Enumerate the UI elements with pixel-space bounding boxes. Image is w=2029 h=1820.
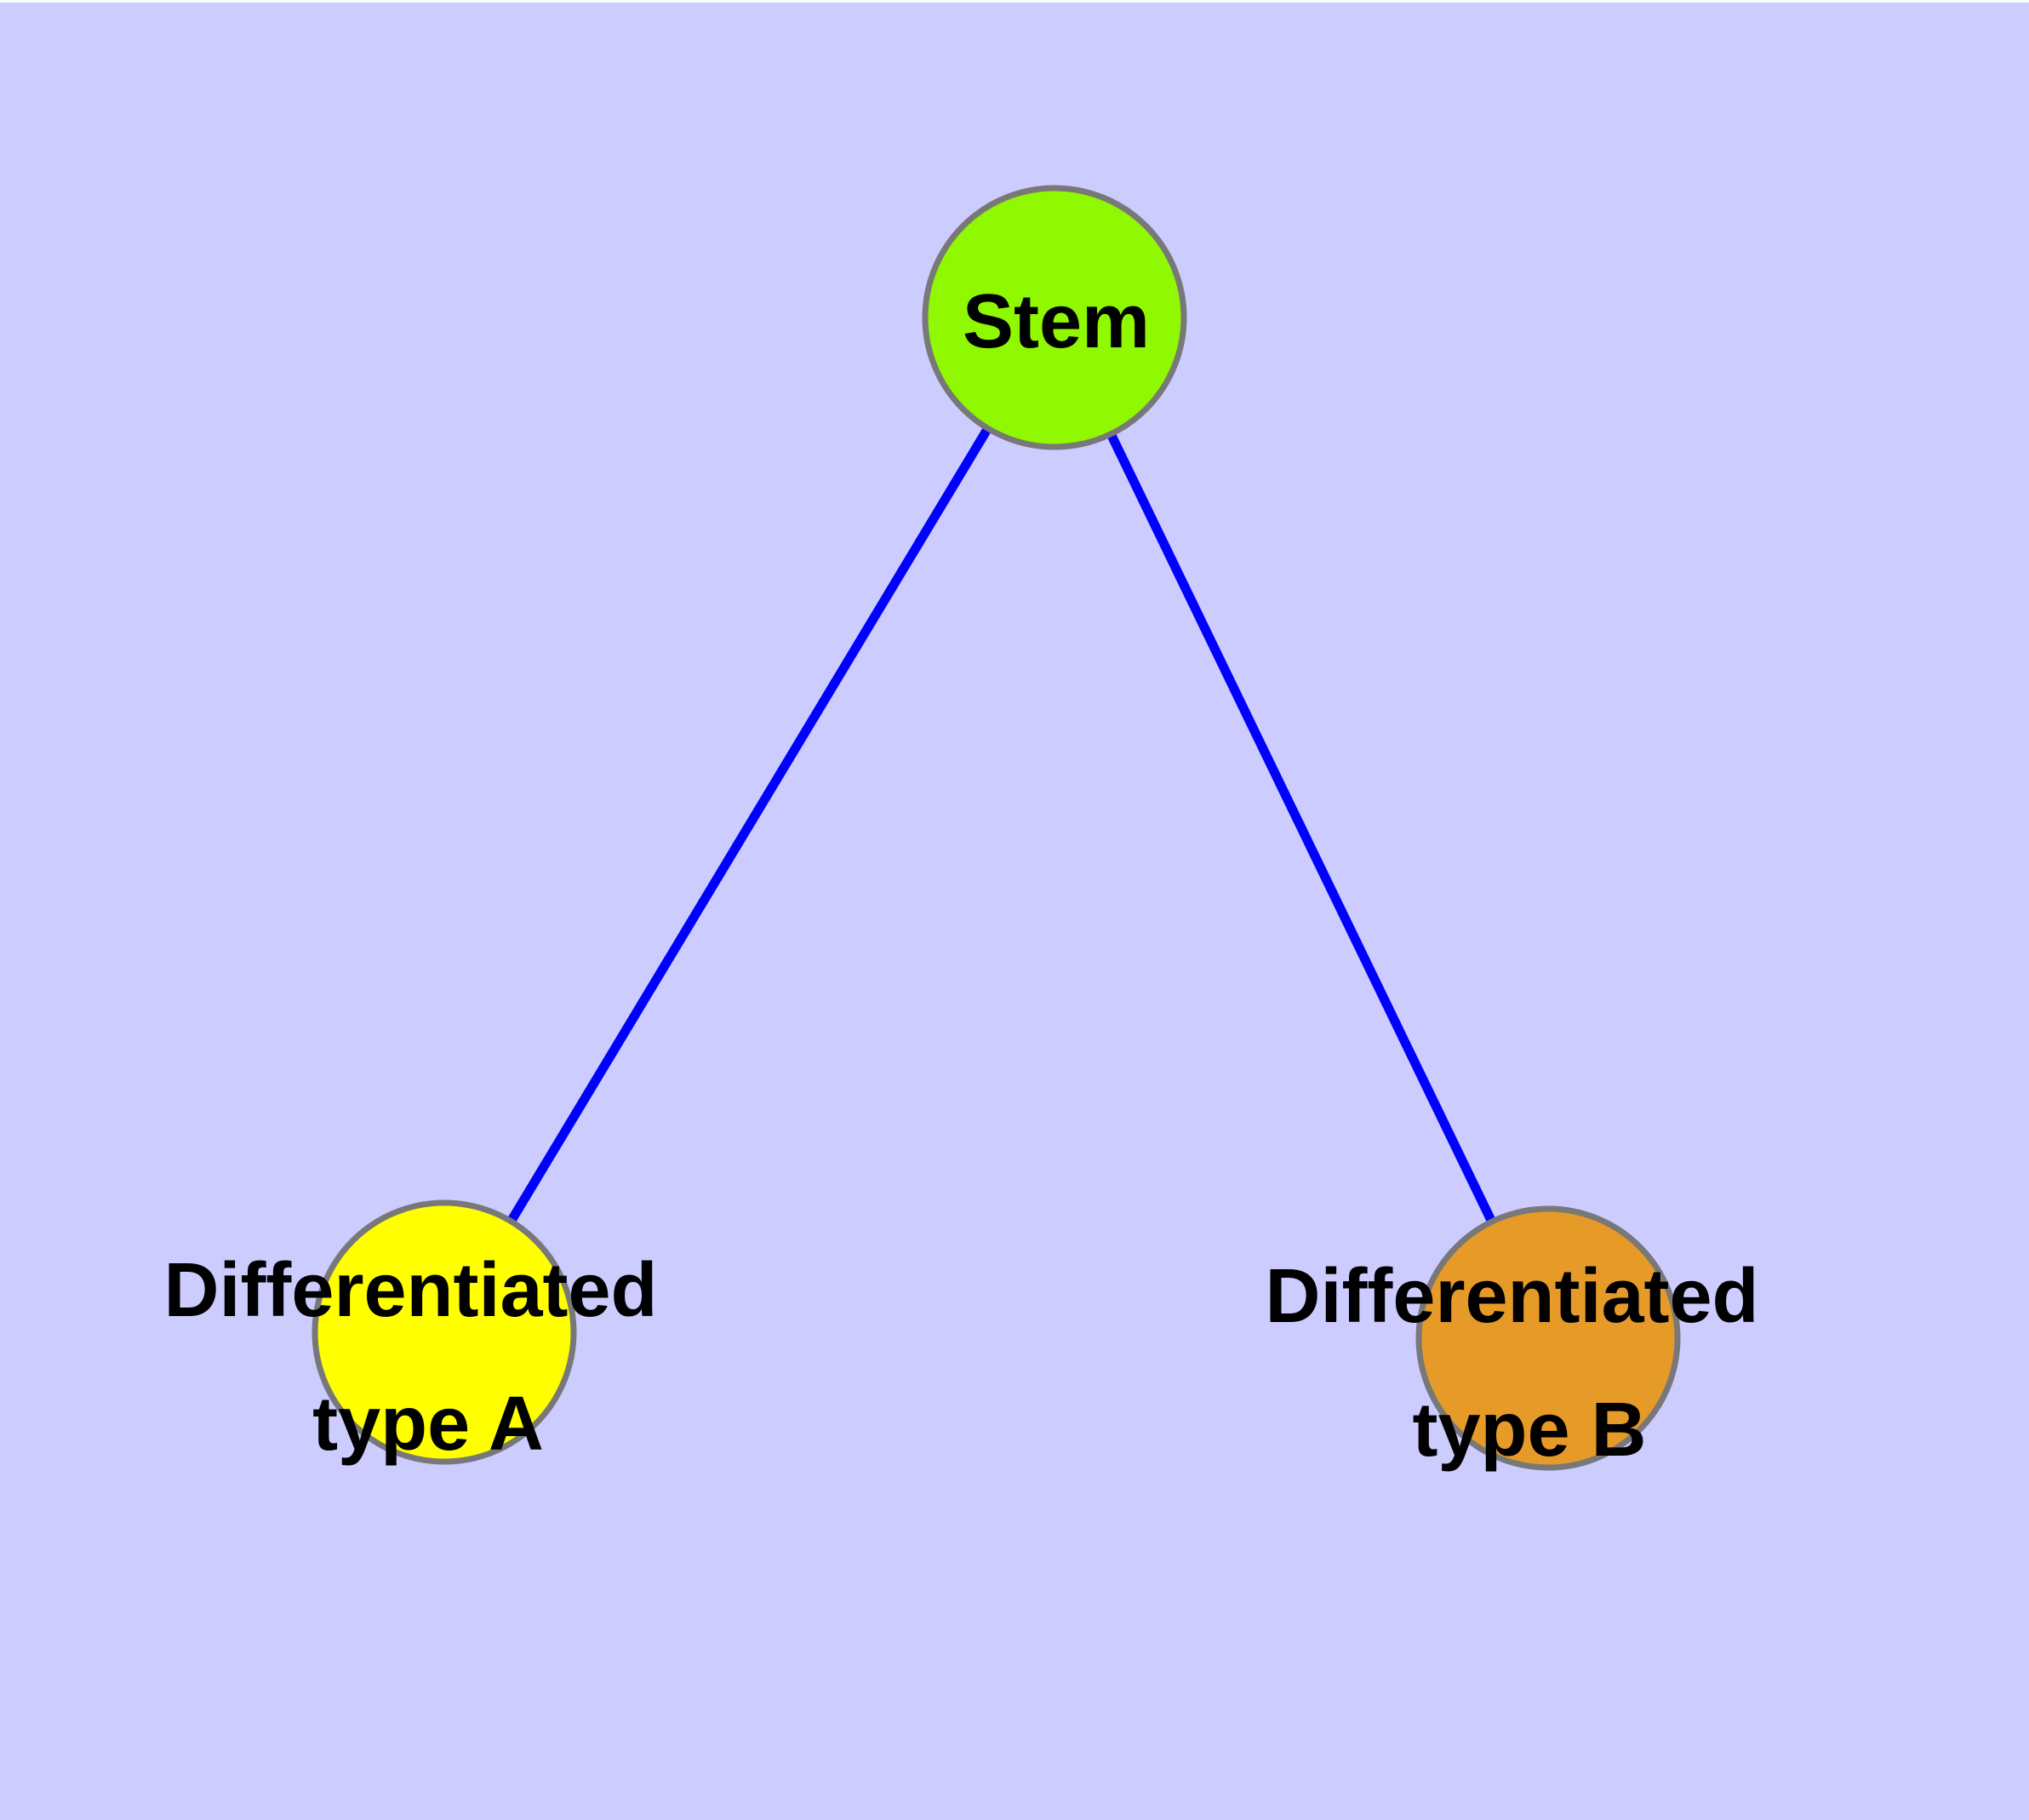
node-type-a-label: Differentiated type A: [163, 1248, 678, 1467]
node-type-b-circle: [1415, 1205, 1681, 1471]
edge-stem-to-type-b: [1050, 315, 1552, 1341]
node-type-a-label-line1: Differentiated: [163, 1248, 657, 1333]
node-type-b-label-line1: Differentiated: [1265, 1254, 1758, 1339]
node-type-b-label-line2: type B: [1412, 1388, 1646, 1473]
node-type-a-label-line2: type A: [312, 1382, 544, 1467]
edge-layer: [440, 315, 1552, 1341]
edge-stem-to-type-a: [440, 315, 1059, 1335]
node-layer: Stem Differentiated type A Differentiate…: [163, 185, 1780, 1473]
node-stem-label: Stem: [963, 279, 1150, 364]
node-stem-circle: [922, 185, 1187, 450]
top-window-strip: [0, 0, 2029, 3]
node-type-b-label: Differentiated type B: [1265, 1254, 1780, 1473]
node-type-a-circle: [311, 1199, 577, 1465]
